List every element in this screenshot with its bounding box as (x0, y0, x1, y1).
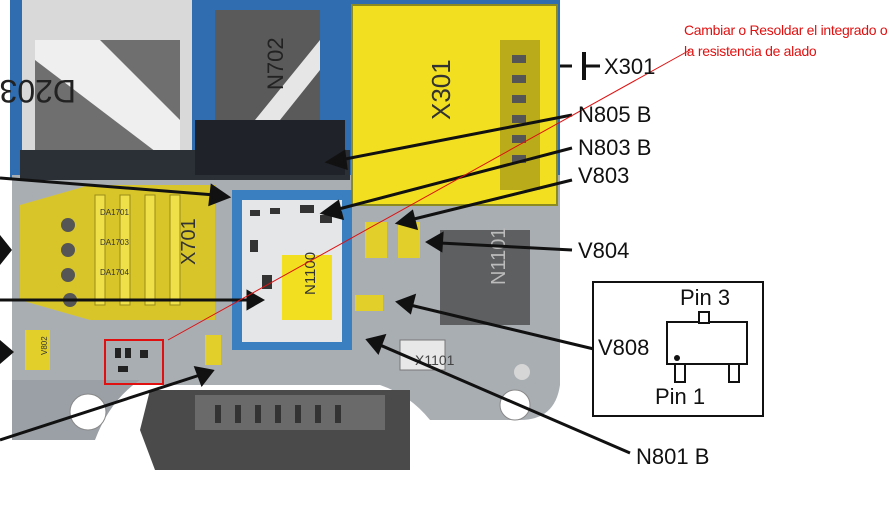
n702-silk: N702 (263, 37, 288, 90)
label-v804: V804 (578, 238, 630, 263)
part-v801 (205, 335, 221, 365)
label-v803: V803 (578, 163, 630, 188)
ic-c-silk: DA1704 (100, 268, 129, 277)
inset-pin1: Pin 1 (655, 384, 706, 409)
x701-silk: X701 (178, 218, 200, 265)
ic-a-silk: DA1701 (100, 208, 129, 217)
label-n803: N803 B (578, 135, 652, 160)
part-v802 (25, 330, 50, 370)
label-v808: V808 (598, 335, 650, 360)
annotation-line (167, 49, 691, 341)
ic-b-silk: DA1703 (100, 238, 129, 247)
annotation-text-line2: la resistencia de alado (684, 43, 817, 59)
callout-arrows (0, 52, 631, 455)
part-v808 (355, 295, 383, 311)
x1101-silk: X1101 (415, 352, 455, 368)
n1100-silk: N1100 (302, 252, 319, 295)
highlight-box (104, 339, 164, 385)
d203-silk: D203 (0, 73, 76, 109)
part-v803 (365, 222, 387, 258)
x301-silk: X301 (426, 59, 456, 120)
n1101-silk: N1101 (488, 228, 510, 285)
part-v804 (398, 222, 420, 258)
chip-n1100 (282, 255, 332, 320)
label-n801: N801 B (636, 444, 710, 469)
label-x301: X301 (604, 54, 656, 79)
inset-pin3: Pin 3 (680, 285, 731, 310)
label-n805: N805 B (578, 102, 652, 127)
annotation-text-line1: Cambiar o Resoldar el integrado o (684, 22, 888, 38)
v802-silk: V802 (40, 336, 49, 355)
v808-symbol (666, 321, 748, 365)
